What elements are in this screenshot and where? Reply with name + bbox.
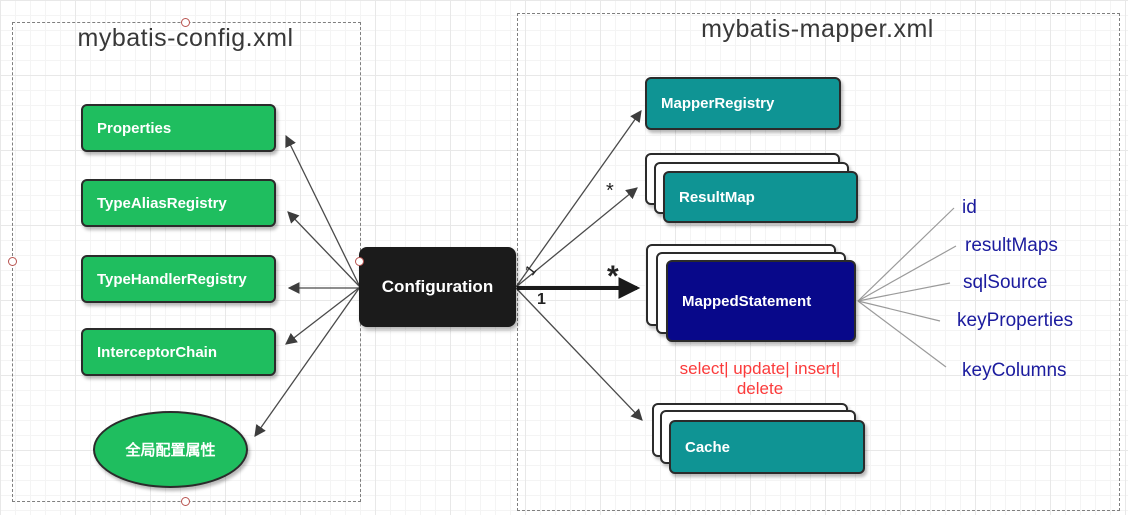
node-resultmap-label: ResultMap: [679, 188, 755, 206]
property-label-keycolumns: keyColumns: [962, 360, 1067, 381]
property-label-keyproperties: keyProperties: [957, 310, 1074, 331]
edge-configuration-to-resultmap[interactable]: [515, 187, 638, 288]
node-interceptorchain[interactable]: InterceptorChain: [81, 328, 276, 376]
edge-configuration-to-typealiasregistry[interactable]: [287, 211, 361, 288]
node-properties[interactable]: Properties: [81, 104, 276, 152]
node-configuration[interactable]: Configuration: [359, 247, 516, 327]
edge-label-mappedstatement-target: *: [607, 260, 619, 293]
node-mapperregistry-label: MapperRegistry: [661, 95, 775, 112]
node-mapperregistry[interactable]: MapperRegistry: [645, 77, 841, 130]
edge-configuration-to-cache[interactable]: [515, 287, 643, 421]
node-cache[interactable]: Cache: [669, 420, 865, 474]
mapper-group-title[interactable]: mybatis-mapper.xml: [701, 15, 934, 43]
selection-handle-top[interactable]: [181, 18, 190, 27]
edge-label-mappedstatement-source: 1: [537, 291, 546, 308]
edge-configuration-to-interceptorchain[interactable]: [285, 286, 361, 345]
edge-mappedstatement-to-resultmaps[interactable]: [857, 245, 957, 302]
edge-mappedstatement-to-sqlsource[interactable]: [857, 282, 951, 302]
property-label-id: id: [962, 197, 977, 218]
node-interceptorchain-label: InterceptorChain: [97, 343, 218, 361]
node-properties-label: Properties: [97, 119, 172, 137]
node-typealiasregistry[interactable]: TypeAliasRegistry: [81, 179, 276, 227]
node-typealiasregistry-label: TypeAliasRegistry: [97, 194, 227, 212]
node-typehandlerregistry[interactable]: TypeHandlerRegistry: [81, 255, 276, 303]
node-global-config-properties-label: 全局配置属性: [125, 442, 216, 459]
node-typehandlerregistry-label: TypeHandlerRegistry: [97, 270, 247, 288]
selection-handle-bottom[interactable]: [181, 497, 190, 506]
node-mappedstatement[interactable]: MappedStatement: [666, 260, 856, 342]
property-label-sqlsource: sqlSource: [963, 272, 1048, 293]
edge-label-resultmap-target: *: [606, 180, 614, 202]
config-group-title[interactable]: mybatis-config.xml: [77, 24, 294, 52]
node-cache-label: Cache: [685, 438, 731, 456]
node-resultmap[interactable]: ResultMap: [663, 171, 858, 223]
edge-configuration-to-mapperregistry[interactable]: [515, 110, 642, 288]
edge-configuration-to-global-properties[interactable]: [254, 286, 361, 437]
node-global-config-properties[interactable]: 全局配置属性: [93, 411, 248, 488]
edge-mappedstatement-to-keyproperties[interactable]: [857, 300, 941, 322]
selection-handle-right[interactable]: [355, 257, 364, 266]
property-label-resultmaps: resultMaps: [965, 235, 1058, 256]
node-configuration-label: Configuration: [381, 277, 494, 296]
edge-mappedstatement-to-keycolumns[interactable]: [857, 300, 947, 368]
selection-handle-left[interactable]: [8, 257, 17, 266]
statement-types-label: select| update| insert| delete: [679, 359, 841, 398]
node-mappedstatement-label: MappedStatement: [682, 292, 812, 310]
edge-configuration-to-properties[interactable]: [285, 134, 361, 288]
mapper-group-container[interactable]: [517, 13, 1120, 511]
edge-mappedstatement-to-id[interactable]: [857, 207, 955, 302]
